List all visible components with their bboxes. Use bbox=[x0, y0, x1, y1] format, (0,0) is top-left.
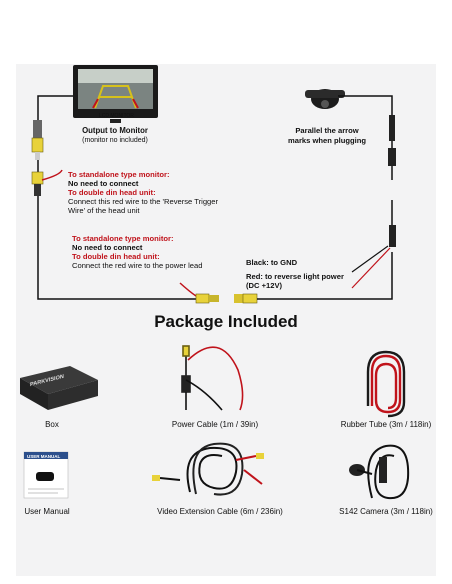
power-cable-image bbox=[181, 345, 244, 411]
caption-user-manual: User Manual bbox=[24, 507, 70, 516]
rubber-tube-image bbox=[366, 350, 406, 418]
block2-doubledin-text: Connect the red wire to the power lead bbox=[72, 261, 203, 270]
block1-standalone-label: To standalone type monitor: bbox=[68, 170, 170, 179]
red-wire-text-line2: (DC +12V) bbox=[246, 281, 283, 290]
caption-s142-camera: S142 Camera (3m / 118in) bbox=[339, 507, 433, 516]
parallel-note-line2: marks when plugging bbox=[287, 136, 367, 145]
block1-doubledin-text2: Wire' of the head unit bbox=[68, 206, 140, 215]
block2-standalone-text: No need to connect bbox=[72, 243, 143, 252]
caption-rubber-tube: Rubber Tube (3m / 118in) bbox=[340, 420, 432, 429]
s142-camera-cable-image bbox=[349, 444, 410, 500]
caption-power-cable: Power Cable (1m / 39in) bbox=[171, 420, 259, 429]
box-image bbox=[20, 366, 98, 410]
block2-standalone-label: To standalone type monitor: bbox=[72, 234, 174, 243]
manual-header-label: USER MANUAL bbox=[27, 454, 61, 459]
block1-doubledin-text1: Connect this red wire to the 'Reverse Tr… bbox=[68, 197, 219, 206]
user-manual-image bbox=[23, 451, 69, 499]
output-to-monitor-title: Output to Monitor bbox=[82, 126, 148, 135]
output-note: (monitor no included) bbox=[82, 137, 148, 144]
block2-doubledin-label: To double din head unit: bbox=[72, 252, 160, 261]
monitor-label: LCD MONITOR bbox=[99, 113, 134, 119]
package-title: Package Included bbox=[154, 312, 298, 331]
rca-connector-center bbox=[179, 282, 258, 304]
red-wire-text-line1: Red: to reverse light power bbox=[246, 272, 344, 281]
block1-doubledin-label: To double din head unit: bbox=[68, 188, 156, 197]
caption-box: Box bbox=[45, 420, 59, 429]
caption-video-extension-cable: Video Extension Cable (6m / 236in) bbox=[157, 507, 283, 516]
rca-connector-left bbox=[31, 120, 44, 196]
video-extension-cable-image bbox=[152, 442, 264, 496]
camera-image bbox=[305, 89, 345, 109]
lcd-monitor-image bbox=[73, 65, 158, 123]
parallel-note-line1: Parallel the arrow bbox=[295, 126, 359, 135]
block1-standalone-text: No need to connect bbox=[68, 179, 139, 188]
wiring-diagram-panel bbox=[16, 64, 436, 576]
gnd-text: Black: to GND bbox=[246, 258, 298, 267]
